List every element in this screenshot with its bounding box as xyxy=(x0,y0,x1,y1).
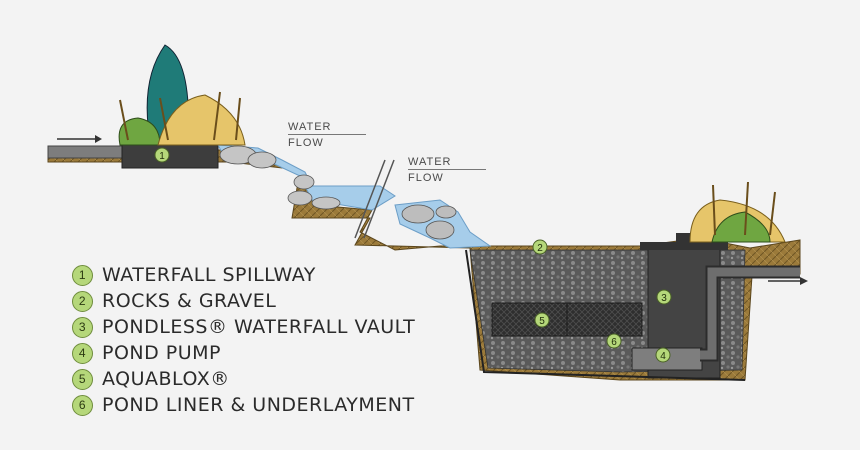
legend-label: Pond Liner & Underlayment xyxy=(102,394,415,416)
section-break xyxy=(354,159,395,239)
legend-item: 2 Rocks & Gravel xyxy=(72,288,415,314)
legend-number-badge: 2 xyxy=(72,290,93,312)
marker-6: 6 xyxy=(606,333,622,349)
water-flow-label-upper: WATER FLOW xyxy=(288,121,366,149)
flow-label-line1: WATER xyxy=(408,156,452,168)
legend-number-badge: 6 xyxy=(72,394,93,416)
marker-4: 4 xyxy=(655,347,671,363)
diagram-markers: 1 2 3 4 5 6 xyxy=(154,147,672,363)
legend-number-badge: 4 xyxy=(72,342,93,364)
right-plants xyxy=(689,181,786,243)
marker-number: 2 xyxy=(537,243,543,254)
legend-label: Pond Pump xyxy=(102,342,222,364)
waterfall-spillway xyxy=(121,141,219,169)
legend-label: AquaBlox® xyxy=(102,368,230,390)
legend-item: 1 Waterfall Spillway xyxy=(72,262,415,288)
marker-1: 1 xyxy=(154,147,170,163)
legend-item: 3 Pondless® Waterfall Vault xyxy=(72,314,415,340)
legend-item: 6 Pond Liner & Underlayment xyxy=(72,392,415,418)
flow-label-line2: FLOW xyxy=(408,172,444,184)
marker-3: 3 xyxy=(656,289,672,305)
marker-2: 2 xyxy=(532,239,548,255)
marker-number: 1 xyxy=(159,151,165,162)
legend-number-badge: 1 xyxy=(72,264,93,286)
legend-label: Rocks & Gravel xyxy=(102,290,277,312)
marker-number: 4 xyxy=(660,351,666,362)
left-plants xyxy=(118,44,246,146)
flow-label-line2: FLOW xyxy=(288,137,324,149)
legend-label: Pondless® Waterfall Vault xyxy=(102,316,416,338)
legend-item: 4 Pond Pump xyxy=(72,340,415,366)
waterfall-rocks xyxy=(219,145,341,210)
flow-label-line1: WATER xyxy=(288,121,332,133)
component-legend: 1Waterfall Spillway 2Rocks & Gravel 3Pon… xyxy=(72,262,415,418)
legend-item: 5 AquaBlox® xyxy=(72,366,415,392)
inlet-pipe xyxy=(47,145,127,159)
marker-number: 6 xyxy=(611,337,617,348)
marker-number: 3 xyxy=(661,293,667,304)
legend-number-badge: 5 xyxy=(72,368,93,390)
stream-rocks xyxy=(401,204,457,240)
legend-label: Waterfall Spillway xyxy=(102,264,316,286)
pond-liner xyxy=(465,249,746,381)
legend-number-badge: 3 xyxy=(72,316,93,338)
marker-5: 5 xyxy=(534,312,550,328)
marker-number: 5 xyxy=(539,316,545,327)
water-flow-label-lower: WATER FLOW xyxy=(408,156,486,184)
